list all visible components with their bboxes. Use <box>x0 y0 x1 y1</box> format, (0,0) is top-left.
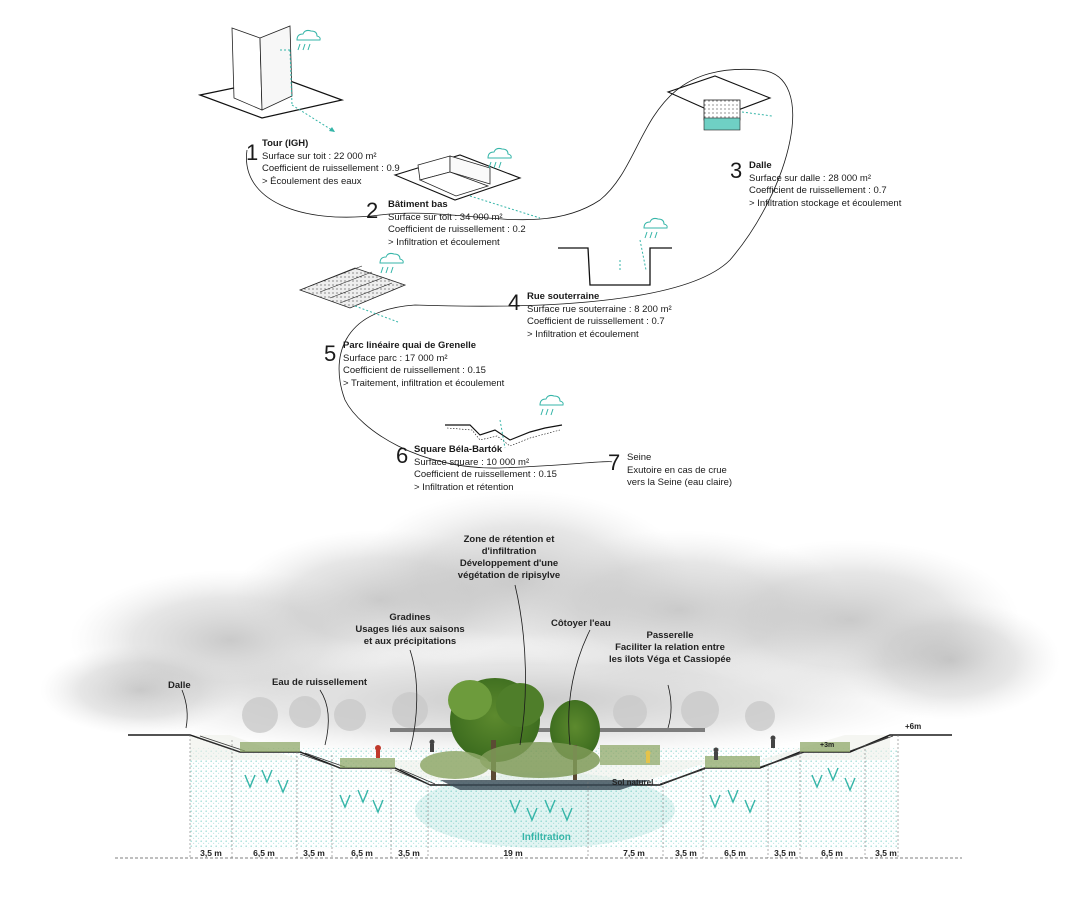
sunken-street-illustration <box>558 239 672 286</box>
dimension-2: 6,5 m <box>253 848 275 858</box>
dimension-guides <box>189 735 899 858</box>
step-3-line-1: Surface sur dalle : 28 000 m² <box>749 172 871 184</box>
step-7-number: 7 <box>608 450 621 475</box>
label-zone-retention: Zone de rétention et d'infiltration Déve… <box>444 534 574 582</box>
step-5-title: Parc linéaire quai de Grenelle <box>343 340 477 351</box>
dimension-11: 6,5 m <box>821 848 843 858</box>
dimension-12: 3,5 m <box>875 848 897 858</box>
step-7-text: Seine Exutoire en cas de crue vers la Se… <box>627 452 732 490</box>
label-zone-line-1: Zone de rétention et <box>463 534 555 545</box>
rain-icon-2 <box>487 147 512 169</box>
label-dalle: Dalle <box>168 680 191 691</box>
step-7-title: Seine <box>627 452 652 463</box>
step-4-number: 4 <box>508 290 521 315</box>
step-4-line-1: Surface rue souterraine : 8 200 m² <box>527 303 672 315</box>
dimension-4: 6,5 m <box>351 848 373 858</box>
dalle-illustration <box>666 75 773 131</box>
label-sol-naturel: Sol naturel <box>612 778 654 787</box>
step-4-title: Rue souterraine <box>527 291 600 302</box>
label-passerelle: Passerelle Faciliter la relation entre l… <box>600 630 740 666</box>
linear-park-illustration <box>298 265 407 323</box>
step-2-line-2: Coefficient de ruissellement : 0.2 <box>388 224 526 235</box>
label-infiltration: Infiltration <box>522 832 571 843</box>
step-5-text: Parc linéaire quai de Grenelle Surface p… <box>343 340 504 390</box>
step-1-title: Tour (IGH) <box>262 138 309 149</box>
infiltration-arrows <box>244 767 856 822</box>
tower-illustration <box>197 25 345 133</box>
rain-icon-5 <box>379 252 404 274</box>
label-leaders <box>181 584 672 751</box>
step-1-line-2: Coefficient de ruissellement : 0.9 <box>262 163 400 174</box>
background-trees <box>242 691 775 733</box>
label-gradines-line-2: Usages liés aux saisons <box>355 624 465 635</box>
low-building-illustration <box>393 154 541 219</box>
dimension-3: 3,5 m <box>303 848 325 858</box>
step-3-line-2: Coefficient de ruissellement : 0.7 <box>749 185 887 196</box>
step-3-line-3: > Infiltration stockage et écoulement <box>749 197 902 209</box>
step-4-text: Rue souterraine Surface rue souterraine … <box>527 291 672 341</box>
label-zone-line-2: d'infiltration <box>481 546 537 557</box>
label-cotoyer-eau: Côtoyer l'eau <box>551 618 611 629</box>
step-6-text: Square Béla-Bartók Surface square : 10 0… <box>414 444 557 494</box>
step-5-line-1: Surface parc : 17 000 m² <box>343 352 448 364</box>
cloud-background <box>40 490 1060 760</box>
label-passerelle-line-2: Faciliter la relation entre <box>615 642 725 653</box>
rain-icon-4 <box>643 217 668 239</box>
label-gradines-line-3: et aux précipitations <box>363 636 457 647</box>
step-2-number: 2 <box>366 198 379 223</box>
step-6-number: 6 <box>396 443 409 468</box>
step-3-title: Dalle <box>749 160 772 171</box>
step-7-line-1: Exutoire en cas de crue <box>627 464 727 476</box>
step-2-title: Bâtiment bas <box>388 199 448 210</box>
step-7-line-2: vers la Seine (eau claire) <box>627 477 733 488</box>
step-2-text: Bâtiment bas Surface sur toit : 34 000 m… <box>388 199 526 249</box>
step-1-number: 1 <box>246 140 259 165</box>
dimension-6: 19 m <box>503 848 523 858</box>
label-zone-line-4: végétation de ripisylve <box>457 570 561 581</box>
label-gradines-line-1: Gradines <box>389 612 431 623</box>
dimension-1: 3,5 m <box>200 848 222 858</box>
rain-icon-1 <box>296 29 321 51</box>
label-passerelle-line-3: les îlots Véga et Cassiopée <box>609 654 731 665</box>
dimension-7: 7,5 m <box>623 848 645 858</box>
step-6-line-2: Coefficient de ruissellement : 0.15 <box>414 469 557 480</box>
step-1-line-3: > Écoulement des eaux <box>262 175 362 187</box>
step-5-number: 5 <box>324 341 337 366</box>
step-5-line-3: > Traitement, infiltration et écoulement <box>343 377 505 389</box>
dimension-5: 3,5 m <box>398 848 420 858</box>
dimension-9: 6,5 m <box>724 848 746 858</box>
step-5-line-2: Coefficient de ruissellement : 0.15 <box>343 365 486 376</box>
label-zone-line-3: Développement d'une <box>459 558 559 569</box>
step-2-line-3: > Infiltration et écoulement <box>388 236 500 248</box>
step-1-text: Tour (IGH) Surface sur toit : 22 000 m² … <box>262 138 400 188</box>
dimension-10: 3,5 m <box>774 848 796 858</box>
step-2-line-1: Surface sur toit : 34 000 m² <box>388 211 503 223</box>
label-eau-ruissellement: Eau de ruissellement <box>272 677 368 688</box>
rain-icon-6 <box>539 394 564 416</box>
step-3-text: Dalle Surface sur dalle : 28 000 m² Coef… <box>749 160 901 210</box>
label-passerelle-line-1: Passerelle <box>646 630 694 641</box>
dimension-8: 3,5 m <box>675 848 697 858</box>
people <box>375 735 776 763</box>
step-6-line-3: > Infiltration et rétention <box>414 481 514 493</box>
label-plus-3m: +3m <box>820 742 835 749</box>
square-illustration <box>445 419 563 449</box>
label-plus-6m: +6m <box>905 722 922 731</box>
flow-curve <box>246 68 793 469</box>
step-4-line-2: Coefficient de ruissellement : 0.7 <box>527 316 665 327</box>
step-6-title: Square Béla-Bartók <box>414 444 503 455</box>
central-trees <box>420 678 600 780</box>
step-3-number: 3 <box>730 158 743 183</box>
step-6-line-1: Surface square : 10 000 m² <box>414 456 530 468</box>
step-4-line-3: > Infiltration et écoulement <box>527 328 639 340</box>
label-gradines: Gradines Usages liés aux saisons et aux … <box>350 612 470 648</box>
step-1-line-1: Surface sur toit : 22 000 m² <box>262 150 377 162</box>
